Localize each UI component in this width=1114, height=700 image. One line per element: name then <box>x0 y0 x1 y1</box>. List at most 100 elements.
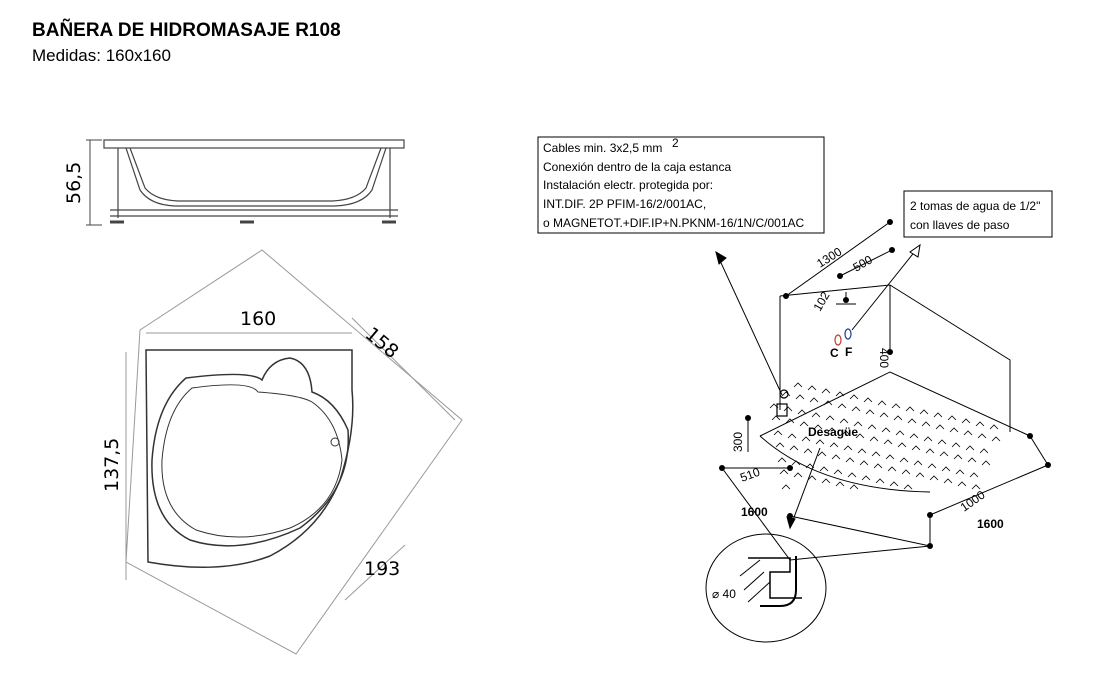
floor-tile-mark <box>825 415 835 421</box>
top-depth-label: 137,5 <box>101 438 123 492</box>
floor-tile-mark <box>801 436 811 442</box>
floor-tile-mark <box>939 451 949 457</box>
floor-tile-mark <box>927 463 937 469</box>
floor-tile-mark <box>771 415 781 421</box>
floor-tile-mark <box>877 400 887 406</box>
floor-tile-mark <box>793 382 803 388</box>
floor-tile-mark <box>981 460 991 466</box>
floor-tile-mark <box>885 454 895 460</box>
floor-tile-mark <box>821 478 831 484</box>
floor-tile-mark <box>919 409 929 415</box>
water-line-1: 2 tomas de agua de 1/2" <box>910 199 1040 213</box>
floor-tile-mark <box>819 466 829 472</box>
floor-tile-mark <box>859 460 869 466</box>
floor-tile-mark <box>799 421 809 427</box>
floor-tile-mark <box>817 451 827 457</box>
floor-tile-mark <box>851 406 861 412</box>
floor-tile-mark <box>849 394 859 400</box>
floor-tile-mark <box>907 418 917 424</box>
floor-tile-mark <box>809 397 819 403</box>
floor-tile-mark <box>889 481 899 487</box>
cables-line-2: Conexión dentro de la caja estanca <box>543 160 731 174</box>
floor-tile-mark <box>821 388 831 394</box>
floor-tile-mark <box>849 484 859 490</box>
floor-tile-mark <box>813 424 823 430</box>
page-subtitle: Medidas: 160x160 <box>32 46 171 65</box>
cables-line-5: o MAGNETOT.+DIF.IP+N.PKNM-16/1N/C/001AC <box>543 216 805 230</box>
floor-tile-mark <box>871 451 881 457</box>
floor-tile-mark <box>961 418 971 424</box>
floor-tile-mark <box>895 430 905 436</box>
dim-400-label: 400 <box>877 348 891 368</box>
floor-tile-mark <box>781 391 791 397</box>
floor-tile-mark <box>975 421 985 427</box>
floor-tile-mark <box>833 469 843 475</box>
floor-tile-mark <box>811 412 821 418</box>
floor-tile-mark <box>835 481 845 487</box>
floor-tile-mark <box>777 457 787 463</box>
floor-tile-mark <box>915 472 925 478</box>
floor-tile-mark <box>837 403 847 409</box>
floor-tile-mark <box>913 460 923 466</box>
side-frame <box>110 209 398 217</box>
tub-outline <box>145 349 354 569</box>
floor-tile-mark <box>977 433 987 439</box>
floor-tile-mark <box>869 436 879 442</box>
floor-tile-mark <box>775 442 785 448</box>
floor-tile-mark <box>947 415 957 421</box>
floor-tile-mark <box>855 433 865 439</box>
floor-tile-mark <box>933 412 943 418</box>
top-total-label: 193 <box>364 558 400 580</box>
floor-tile-mark <box>823 400 833 406</box>
dimension-lines <box>721 221 1049 561</box>
floor-tile-mark <box>803 448 813 454</box>
floor-tile-mark <box>965 445 975 451</box>
floor-tile-mark <box>779 469 789 475</box>
cables-note: Cables min. 3x2,5 mm 2 Conexión dentro d… <box>537 136 825 234</box>
floor-tile-mark <box>963 430 973 436</box>
floor-tile-mark <box>783 406 793 412</box>
cables-line-1: Cables min. 3x2,5 mm <box>543 141 662 155</box>
hot-label: F <box>845 345 852 359</box>
floor-tile-mark <box>875 478 885 484</box>
floor-tile-mark <box>807 385 817 391</box>
floor-tile-mark <box>925 448 935 454</box>
water-taps <box>834 328 852 346</box>
floor-tile-mark <box>789 445 799 451</box>
cables-superscript: 2 <box>672 136 679 150</box>
floor-tile-mark <box>773 430 783 436</box>
floor-tile-mark <box>795 394 805 400</box>
floor-tile-mark <box>905 406 915 412</box>
floor-tile-mark <box>793 472 803 478</box>
floor-tile-mark <box>847 472 857 478</box>
side-legs <box>117 148 391 218</box>
floor-tile-mark <box>845 457 855 463</box>
floor-tile-mark <box>957 481 967 487</box>
floor-tile-mark <box>935 424 945 430</box>
dimension-points <box>719 219 1051 549</box>
floor-tile-mark <box>989 424 999 430</box>
cables-line-3: Instalación electr. protegida por: <box>543 178 713 192</box>
floor-tile-mark <box>829 442 839 448</box>
floor-tile-mark <box>911 445 921 451</box>
side-basin <box>125 147 387 207</box>
floor-tile-mark <box>883 439 893 445</box>
drain-label: Desagüe <box>808 425 858 439</box>
cables-line-4: INT.DIF. 2P PFIM-16/2/001AC, <box>543 197 706 211</box>
floor-tile-mark <box>967 457 977 463</box>
floor-tile-mark <box>969 472 979 478</box>
room-walls <box>759 284 1031 493</box>
floor-tile-mark <box>955 469 965 475</box>
floor-tile-mark <box>843 445 853 451</box>
floor-tile-mark <box>857 448 867 454</box>
floor-tile-mark <box>971 484 981 490</box>
dim-1600-right-label: 1600 <box>977 517 1004 531</box>
floor-tile-mark <box>863 397 873 403</box>
floor-tile-mark <box>897 442 907 448</box>
hot-tap-icon <box>844 328 852 340</box>
floor-tile-mark <box>879 412 889 418</box>
drain-hole <box>330 437 340 447</box>
floor-tile-mark <box>991 436 1001 442</box>
floor-tile-mark <box>901 469 911 475</box>
floor-tile-mark <box>887 466 897 472</box>
